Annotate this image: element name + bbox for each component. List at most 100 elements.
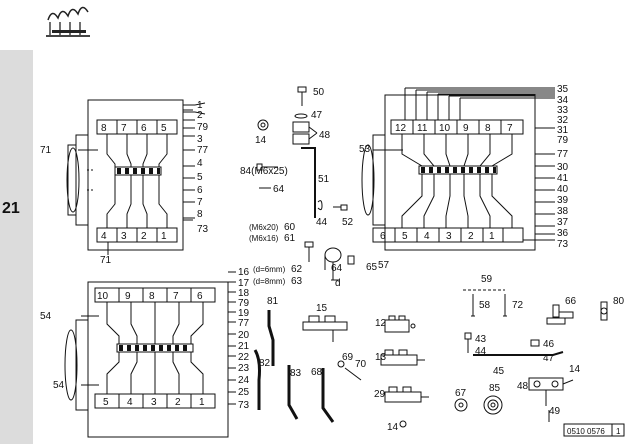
callout-label: 57 [378, 260, 390, 271]
callout-label: 9 [463, 123, 469, 134]
callout-label: 5 [402, 231, 408, 242]
callout-label: 4 [197, 158, 203, 169]
callout-label: 1 [161, 231, 167, 242]
callout-label: 6 [380, 231, 386, 242]
callout-label: 62 [291, 264, 303, 275]
callout-label: 12 [375, 318, 387, 329]
assembly-bottom-left [64, 271, 236, 438]
callout-label: 82 [259, 358, 271, 369]
callout-label: 73 [557, 239, 569, 250]
callout-label: 71 [40, 145, 52, 156]
part-52-screw [333, 204, 348, 211]
valve-block-body [87, 281, 229, 438]
part-84-screw [256, 163, 278, 171]
callout-label: 7 [121, 123, 127, 134]
part-68-bracket [321, 368, 335, 423]
callout-label: (M6x20) [249, 223, 279, 232]
callout-label: 8 [149, 291, 155, 302]
callout-label: 9 [125, 291, 131, 302]
callout-label: 60 [284, 222, 296, 233]
callout-label: 1 [616, 427, 621, 436]
callout-label: 21 [238, 341, 250, 352]
callout-label: 1 [199, 397, 205, 408]
callout-label: 7 [507, 123, 513, 134]
callout-label: 30 [557, 162, 569, 173]
callout-label: 35 [557, 84, 569, 95]
callout-label: 7 [197, 197, 203, 208]
part-51-rod [301, 147, 316, 218]
parts-drawing: 8 7 6 5 4 3 2 1 1 2 79 3 77 4 5 6 7 8 73… [40, 84, 625, 438]
callout-label: 4 [101, 231, 107, 242]
callout-label: 13 [375, 352, 387, 363]
part-13-clip [380, 349, 425, 366]
assembly-top-right [361, 87, 555, 251]
callout-label: 24 [238, 375, 250, 386]
callout-label: 2 [468, 231, 474, 242]
part-80-banjo [600, 301, 608, 321]
callout-label: 68 [311, 367, 323, 378]
callout-label: 16 [238, 267, 250, 278]
callout-label: 67 [455, 388, 467, 399]
callout-label: 18 [238, 288, 250, 299]
callout-label: 2 [175, 397, 181, 408]
callout-label: 19 [238, 308, 250, 319]
part-58-72-fittings [463, 289, 507, 317]
callout-label: 48 [517, 381, 529, 392]
part-82-bracket [253, 349, 261, 410]
callout-label: 79 [197, 122, 209, 133]
part-67-washer [454, 398, 468, 412]
section-number: 21 [2, 200, 20, 217]
callout-label: 14 [569, 364, 581, 375]
callout-label: 80 [613, 296, 625, 307]
callout-label: 66 [565, 296, 577, 307]
callout-label: 73 [197, 224, 209, 235]
callout-label: 45 [493, 366, 505, 377]
callout-label: (d=6mm) [253, 265, 286, 274]
callout-label: 3 [121, 231, 127, 242]
callout-label: 22 [238, 352, 250, 363]
part-83-bracket [287, 365, 299, 420]
callout-label: 29 [374, 389, 386, 400]
part-44-clip [317, 200, 323, 211]
assembly-top-left [66, 99, 206, 255]
part-14-nut [257, 119, 269, 131]
callout-label: 6 [197, 291, 203, 302]
part-62-63-dim [331, 262, 339, 281]
callout-label: 4 [127, 397, 133, 408]
callout-label: 49 [549, 406, 561, 417]
callout-label: 59 [481, 274, 493, 285]
tractor-thumbnail-icon [46, 6, 90, 37]
side-tab-band: 21 [0, 50, 33, 444]
callout-label: 33 [557, 105, 569, 116]
callout-label: 72 [512, 300, 524, 311]
part-85-toothed-washer [483, 395, 503, 415]
callout-label: 17 [238, 278, 250, 289]
callout-label: 77 [557, 149, 569, 160]
callout-label: 32 [557, 115, 569, 126]
callout-label: 12 [395, 123, 407, 134]
callout-label: 1 [489, 231, 495, 242]
callout-label: 58 [479, 300, 491, 311]
callout-label: 47 [311, 110, 323, 121]
callout-label: 79 [557, 135, 569, 146]
part-12-clip [384, 315, 416, 333]
callout-label: 3 [197, 134, 203, 145]
part-66-tee [546, 304, 574, 325]
callout-label: 3 [151, 397, 157, 408]
callout-label: 4 [424, 231, 430, 242]
part-29-clip [384, 386, 429, 403]
callout-label: 41 [557, 173, 569, 184]
part-43-screw [464, 332, 472, 353]
callout-label: 23 [238, 363, 250, 374]
callout-label: 83 [290, 368, 302, 379]
part-50-bolt [297, 86, 307, 106]
callout-label: 70 [355, 359, 367, 370]
callout-label: 5 [197, 172, 203, 183]
callout-label: 65 [366, 262, 378, 273]
callout-label: 11 [417, 123, 428, 134]
part-60-61-screw [304, 241, 314, 262]
callout-label: 5 [103, 397, 109, 408]
callout-label: 10 [97, 291, 109, 302]
part-48-spacer-stack [292, 113, 318, 145]
callout-label: 1 [197, 100, 203, 111]
